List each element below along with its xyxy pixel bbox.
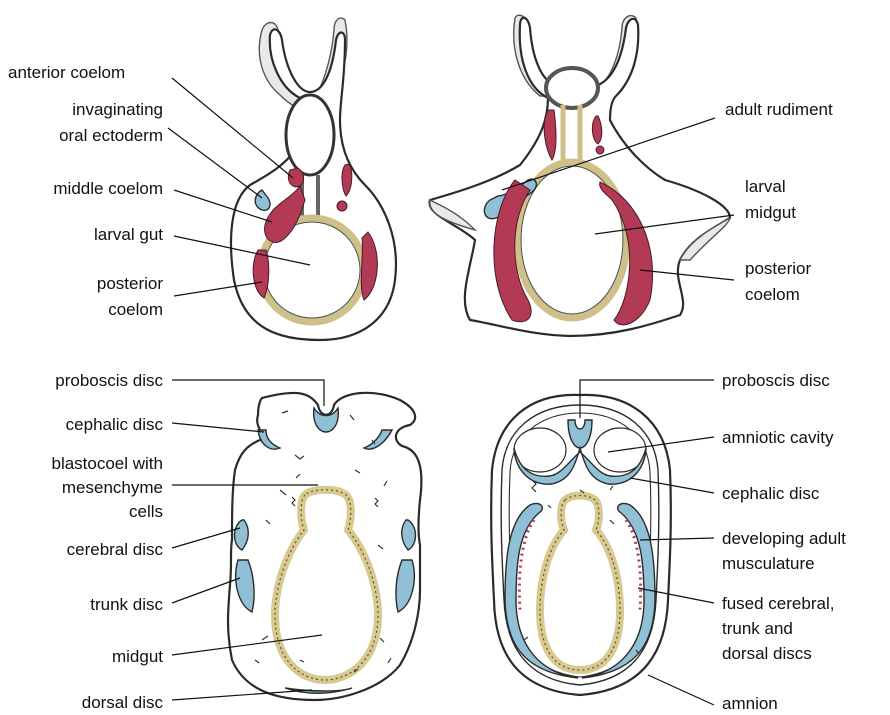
label-posterior-coelom-right-1: posterior xyxy=(745,259,811,278)
anterior-coelom-left xyxy=(288,168,303,187)
label-midgut: midgut xyxy=(112,647,163,666)
label-invaginating-oral-ectoderm-2: oral ectoderm xyxy=(59,126,163,145)
label-posterior-coelom-left-2: coelom xyxy=(108,300,163,319)
leader-amnion xyxy=(648,675,714,705)
label-cerebral-disc: cerebral disc xyxy=(67,540,164,559)
label-cephalic-disc-right: cephalic disc xyxy=(722,484,820,503)
labels-left-top: anterior coelom invaginating oral ectode… xyxy=(8,63,163,319)
label-blastocoel-1: blastocoel with xyxy=(51,454,163,473)
labels-right-bottom: proboscis disc amniotic cavity cephalic … xyxy=(722,371,846,713)
label-trunk-disc: trunk disc xyxy=(90,595,163,614)
leader-oral-ectoderm xyxy=(168,128,262,198)
label-larval-midgut-2: midgut xyxy=(745,203,796,222)
coelom-dot-left xyxy=(337,201,347,211)
label-proboscis-disc-right: proboscis disc xyxy=(722,371,830,390)
oral-hood-left xyxy=(286,95,334,175)
leader-cerebral-disc xyxy=(172,528,240,548)
label-amnion: amnion xyxy=(722,694,778,713)
larva-top-right xyxy=(430,15,730,336)
label-dorsal-disc: dorsal disc xyxy=(82,693,164,712)
label-invaginating-oral-ectoderm-1: invaginating xyxy=(72,100,163,119)
label-amniotic-cavity: amniotic cavity xyxy=(722,428,834,447)
larva-bottom-right xyxy=(491,395,671,695)
label-posterior-coelom-right-2: coelom xyxy=(745,285,800,304)
label-fused-3: dorsal discs xyxy=(722,644,812,663)
body-outline-bottom-left xyxy=(228,393,421,700)
larva-top-left xyxy=(231,18,396,340)
label-developing-2: musculature xyxy=(722,554,815,573)
labels-right-top: adult rudiment larval midgut posterior c… xyxy=(725,100,833,304)
label-fused-1: fused cerebral, xyxy=(722,594,834,613)
coelom-dot-right xyxy=(596,146,604,154)
label-developing-1: developing adult xyxy=(722,529,846,548)
label-larval-gut: larval gut xyxy=(94,225,163,244)
label-posterior-coelom-left-1: posterior xyxy=(97,274,163,293)
label-fused-2: trunk and xyxy=(722,619,793,638)
label-proboscis-disc-left: proboscis disc xyxy=(55,371,163,390)
leader-anterior-coelom xyxy=(172,78,293,178)
larva-bottom-left xyxy=(228,393,421,700)
labels-left-bottom: proboscis disc cephalic disc blastocoel … xyxy=(51,371,163,712)
label-adult-rudiment: adult rudiment xyxy=(725,100,833,119)
label-anterior-coelom: anterior coelom xyxy=(8,63,125,82)
label-blastocoel-3: cells xyxy=(129,502,163,521)
oral-hood-right xyxy=(546,68,598,108)
label-blastocoel-2: mesenchyme xyxy=(62,478,163,497)
label-middle-coelom: middle coelom xyxy=(53,179,163,198)
label-larval-midgut-1: larval xyxy=(745,177,786,196)
label-cephalic-disc-left: cephalic disc xyxy=(66,415,164,434)
leader-cephalic-disc-left xyxy=(172,423,264,432)
